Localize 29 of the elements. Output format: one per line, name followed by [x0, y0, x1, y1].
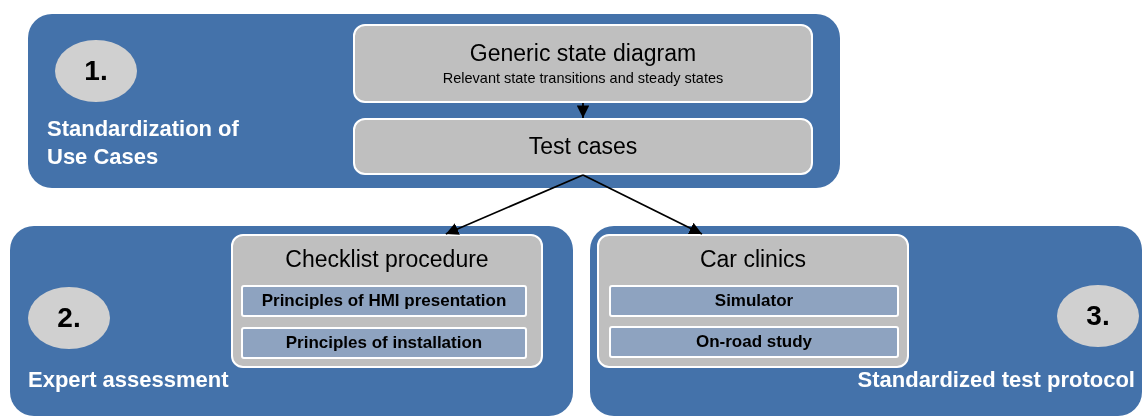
box-heading: Test cases — [527, 133, 639, 160]
panel-title: Standardized test protocol — [856, 366, 1135, 394]
sub-label: Principles of HMI presentation — [261, 291, 507, 311]
panel-title: Expert assessment — [28, 366, 230, 394]
sub-label: Principles of installation — [285, 333, 483, 353]
arrow — [582, 174, 703, 235]
process-box — [231, 234, 543, 368]
sub-box — [241, 327, 527, 359]
box-heading: Generic state diagram — [468, 40, 698, 67]
arrow — [444, 174, 584, 235]
sub-box — [609, 326, 899, 358]
step-number: 2. — [57, 302, 81, 334]
process-box — [353, 118, 813, 175]
sub-label: On-road study — [695, 332, 813, 352]
panel-title: Standardization of Use Cases — [47, 115, 240, 171]
step-number: 1. — [84, 55, 108, 87]
box-subtitle: Relevant state transitions and steady states — [441, 70, 725, 86]
group-panel — [590, 226, 1142, 416]
group-panel — [28, 14, 840, 188]
sub-box — [609, 285, 899, 317]
sub-label: Simulator — [714, 291, 794, 311]
box-heading: Checklist procedure — [284, 246, 490, 273]
box-heading: Car clinics — [698, 246, 808, 273]
arrow — [576, 102, 590, 119]
group-panel — [10, 226, 573, 416]
sub-box — [241, 285, 527, 317]
step-number: 3. — [1086, 300, 1110, 332]
process-box — [597, 234, 909, 368]
process-box — [353, 24, 813, 103]
